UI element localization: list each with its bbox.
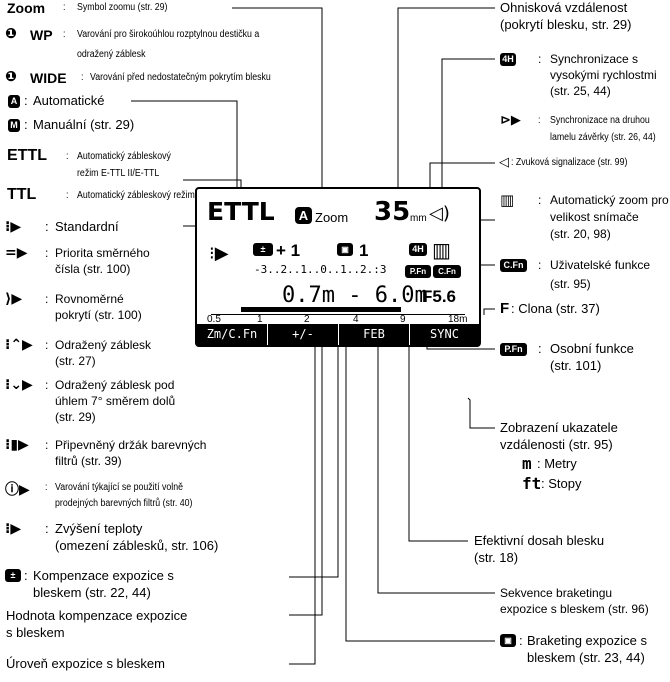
line-auto [131,100,238,228]
lcd-aperture: F5.6 [422,287,457,306]
line-focal [397,7,495,222]
lcd-panel: ETTL A Zoom 35 mm ◁) ⁝▶ ± + 1 ▣ 1 4H ▥ -… [195,187,481,347]
second-curtain-icon: ⊳▶ [500,113,521,128]
lcd-fec-icon: ± [253,243,273,256]
warning-icon: ❶ [5,26,17,42]
gn-priority-icon: =▶ [5,245,28,261]
lcd-feb-value: 1 [359,241,369,260]
line-aperture [483,308,495,315]
lcd-auto-badge: A [295,207,312,224]
line-zoom [232,7,323,237]
beep-icon: ◁) [429,203,450,224]
beep-icon: ◁ [499,155,509,170]
bounce-down-icon: ⁝⌄▶ [5,377,33,393]
lcd-zoom-label: Zoom [315,210,349,225]
filter-warning-icon: ⓘ▶ [5,482,30,498]
lcd-flash-mode-icon: ⁝▶ [209,243,229,264]
lcd-autozoom-icon: ▥ [432,238,451,262]
warning-icon: ❶ [5,69,17,85]
bounce-icon: ⁝⌃▶ [5,337,33,353]
pfn-icon: P.Fn [500,343,527,356]
feb-icon: ▣ [500,634,516,647]
softkey-feb[interactable]: FEB [339,324,409,345]
lcd-feb-icon: ▣ [337,243,353,256]
flash-comp-icon: ± [5,569,21,582]
even-coverage-icon: ⟩▶ [5,291,23,307]
lcd-range-bar [241,307,401,312]
softkey-sync[interactable]: SYNC [410,324,479,345]
filter-holder-icon: ⁝▮▶ [5,437,29,453]
lcd-range-text: 0.7m - 6.0m [282,283,428,308]
softkey-fec[interactable]: +/- [268,324,338,345]
line-feb [345,268,495,642]
lcd-cfn-badge: C.Fn [433,265,461,278]
line-level [289,297,316,665]
lcd-mode: ETTL [207,197,275,226]
line-flashcomp [289,268,339,578]
temperature-icon: ⁝▶ [5,521,22,537]
standard-icon: ⁝▶ [5,219,22,235]
lcd-fec-value: + 1 [276,241,301,260]
line-distance [467,397,495,429]
softkey-zoom-cfn[interactable]: Zm/C.Fn [197,324,267,345]
lcd-level-scale: -3..2..1..0..1..2.:3 [254,263,387,276]
manual-mode-icon: M [8,119,20,132]
lcd-focal-value: 35 [374,197,411,227]
lcd-hss-badge: 4H [409,243,427,256]
auto-zoom-icon: ▥ [500,191,515,209]
auto-mode-icon: A [8,95,20,108]
zoom-symbol: Zoom [7,0,46,16]
cfn-icon: C.Fn [500,259,527,272]
lcd-distance-scale [211,314,465,315]
hss-icon: 4H [500,53,516,66]
line-hss [441,58,495,244]
line-fec-value [289,268,323,616]
line-fecseq [377,306,495,594]
line-range [408,342,468,542]
lcd-focal-unit: mm [410,213,427,224]
lcd-pfn-badge: P.Fn [405,265,431,278]
